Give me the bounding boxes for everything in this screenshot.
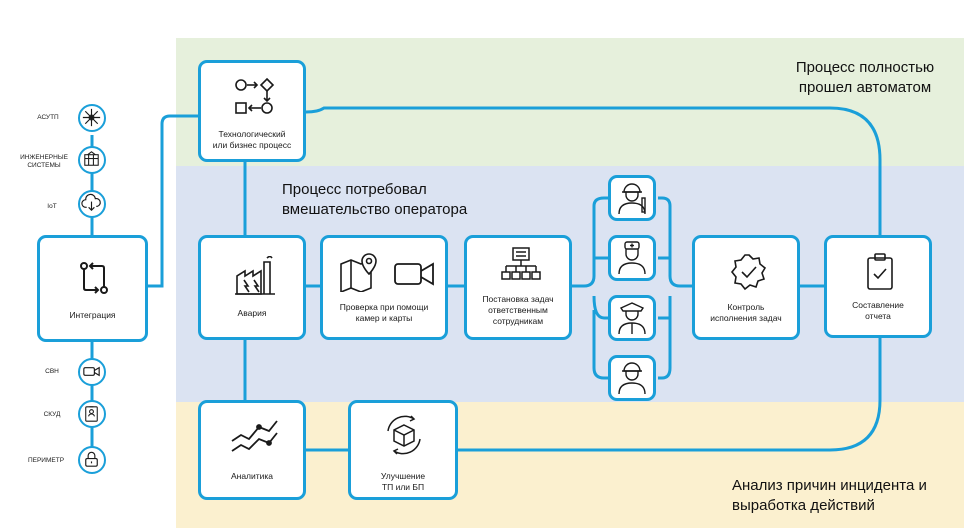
personnel-engineer — [608, 175, 656, 221]
id-badge-icon — [78, 400, 106, 428]
source-label-skud: СКУД — [43, 411, 61, 418]
source-label-perimeter: ПЕРИМЕТР — [27, 457, 65, 464]
verified-badge-icon — [730, 254, 767, 291]
integration-node: Интеграция — [37, 235, 148, 342]
analytics-node: Аналитика — [198, 400, 306, 500]
personnel-doctor — [608, 235, 656, 281]
analytics-label: Аналитика — [230, 471, 274, 481]
doctor-icon — [618, 241, 646, 275]
box-cycle-icon — [387, 415, 421, 455]
check-label: Проверка при помощи камер и карты — [339, 302, 429, 323]
network-hub-icon — [78, 104, 106, 132]
analysis-zone-label: Анализ причин инцидента и выработка дейс… — [732, 477, 927, 514]
video-camera-large-icon — [394, 262, 434, 286]
process-node: Технологический или бизнес процесс — [198, 60, 306, 162]
process-label: Технологический или бизнес процесс — [212, 129, 292, 150]
cloud-download-icon — [78, 190, 106, 218]
tasks-label: Постановка задач ответственным сотрудник… — [482, 294, 554, 326]
personnel-police — [608, 295, 656, 341]
improve-node: Улучшение ТП или БП — [348, 400, 458, 500]
map-pin-icon — [340, 253, 377, 292]
tasks-node: Постановка задач ответственным сотрудник… — [464, 235, 572, 340]
auto-zone-label: Процесс полностью прошел автоматом — [795, 59, 935, 96]
engineer-icon — [618, 183, 646, 215]
sync-arrows-icon — [80, 262, 108, 294]
video-camera-icon — [78, 358, 106, 386]
control-label: Контроль исполнения задач — [710, 302, 782, 323]
control-node: Контроль исполнения задач — [692, 235, 800, 340]
incident-node: Авария — [198, 235, 306, 340]
source-label-engineering: ИНЖЕНЕРНЫЕ СИСТЕМЫ — [20, 154, 68, 169]
incident-label: Авария — [237, 308, 267, 318]
line-chart-icon — [231, 420, 278, 452]
check-node: Проверка при помощи камер и карты — [320, 235, 448, 340]
personnel-worker — [608, 355, 656, 401]
padlock-icon — [78, 446, 106, 474]
auto-zone — [176, 38, 964, 166]
source-label-asutp: АСУТП — [37, 114, 59, 121]
flowchart-icon — [235, 77, 275, 114]
report-label: Составление отчета — [852, 300, 904, 321]
clipboard-check-icon — [867, 253, 893, 290]
improve-label: Улучшение ТП или БП — [380, 471, 426, 492]
integration-label: Интеграция — [69, 310, 116, 320]
police-officer-icon — [618, 302, 646, 335]
worker-icon — [618, 362, 646, 395]
report-node: Составление отчета — [824, 235, 932, 338]
analysis-zone — [176, 402, 964, 528]
building-icon — [78, 146, 106, 174]
operator-zone-label: Процесс потребовал вмешательство операто… — [282, 181, 468, 218]
factory-incident-icon — [235, 256, 275, 295]
hierarchy-icon — [501, 247, 541, 280]
source-label-svn: СВН — [45, 368, 59, 375]
source-label-iot: IoT — [47, 203, 57, 210]
